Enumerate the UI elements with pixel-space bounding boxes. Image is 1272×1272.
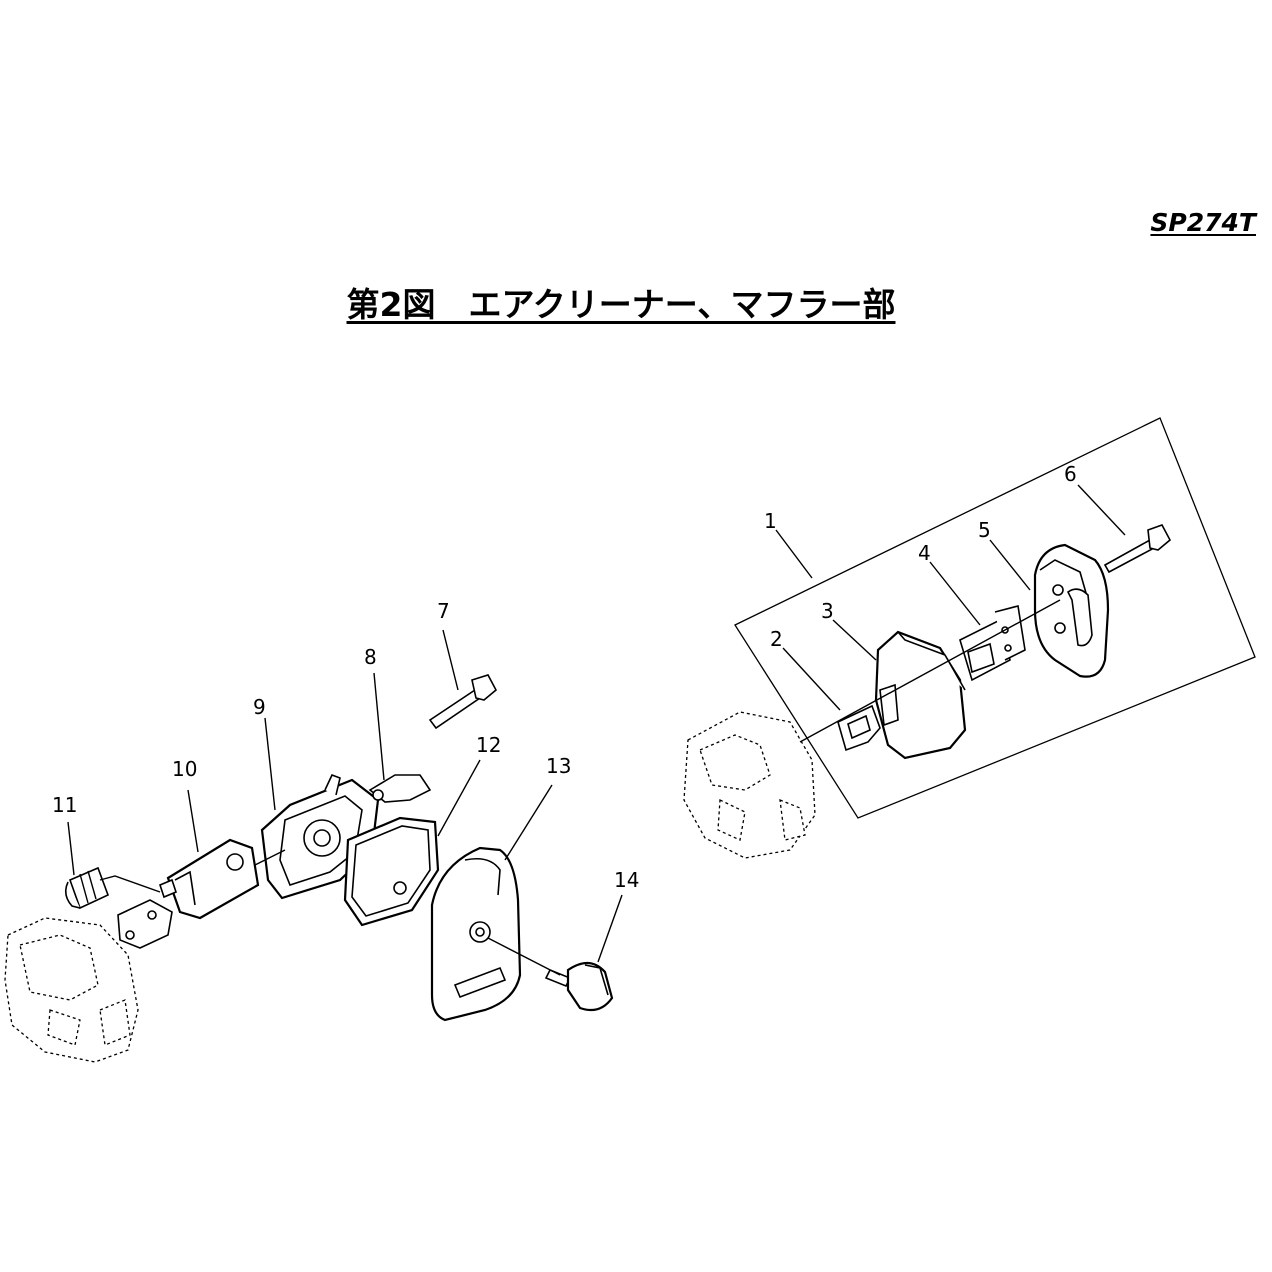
cleaner-screw [428, 674, 498, 730]
callout-3: 3 [821, 599, 834, 623]
air-cleaner-cover [430, 846, 522, 1022]
callout-12: 12 [476, 733, 501, 757]
right-leader-lines [775, 484, 1126, 711]
callout-9: 9 [253, 695, 266, 719]
figure-title: 第2図 エアクリーナー、マフラー部 [346, 285, 896, 324]
fitting-part [64, 866, 161, 910]
muffler-assembly-frame [734, 417, 1256, 819]
callout-4: 4 [918, 541, 931, 565]
callout-5: 5 [978, 518, 991, 542]
engine-block-right [683, 711, 816, 859]
muffler-plate [959, 605, 1026, 682]
callout-14: 14 [614, 868, 639, 892]
carburetor [159, 838, 260, 920]
left-leader-lines [67, 629, 623, 976]
callout-10: 10 [172, 757, 197, 781]
callout-2: 2 [770, 627, 783, 651]
clamp-part [368, 774, 432, 803]
cover-knob [544, 961, 614, 1012]
callout-7: 7 [437, 599, 450, 623]
insulator-part [117, 899, 173, 949]
callout-6: 6 [1064, 462, 1077, 486]
callout-labels: 1 2 3 4 5 6 7 8 9 10 11 12 13 14 [52, 462, 1077, 892]
model-code: SP274T [1150, 208, 1256, 237]
muffler-body [874, 630, 967, 760]
filter-element [343, 816, 440, 927]
muffler-cover [1033, 543, 1110, 678]
callout-13: 13 [546, 754, 571, 778]
callout-11: 11 [52, 793, 77, 817]
callout-8: 8 [364, 645, 377, 669]
muffler-gasket [837, 704, 881, 752]
muffler-bolt [799, 524, 1172, 743]
callout-1: 1 [764, 509, 777, 533]
engine-block-left [4, 917, 139, 1063]
